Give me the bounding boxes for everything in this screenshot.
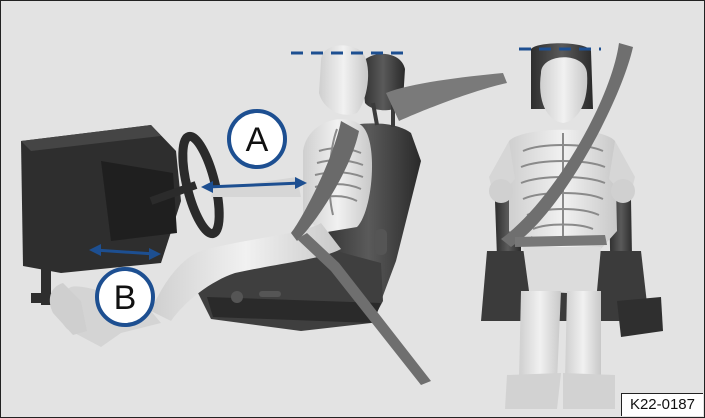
dashboard xyxy=(21,125,181,305)
callout-a-label: A xyxy=(246,121,269,159)
callout-b-label: B xyxy=(114,279,137,317)
callout-b: B xyxy=(97,269,153,325)
belt-front-lap xyxy=(515,235,607,247)
figure-id: K22-0187 xyxy=(621,393,703,416)
callout-a: A xyxy=(229,111,285,167)
